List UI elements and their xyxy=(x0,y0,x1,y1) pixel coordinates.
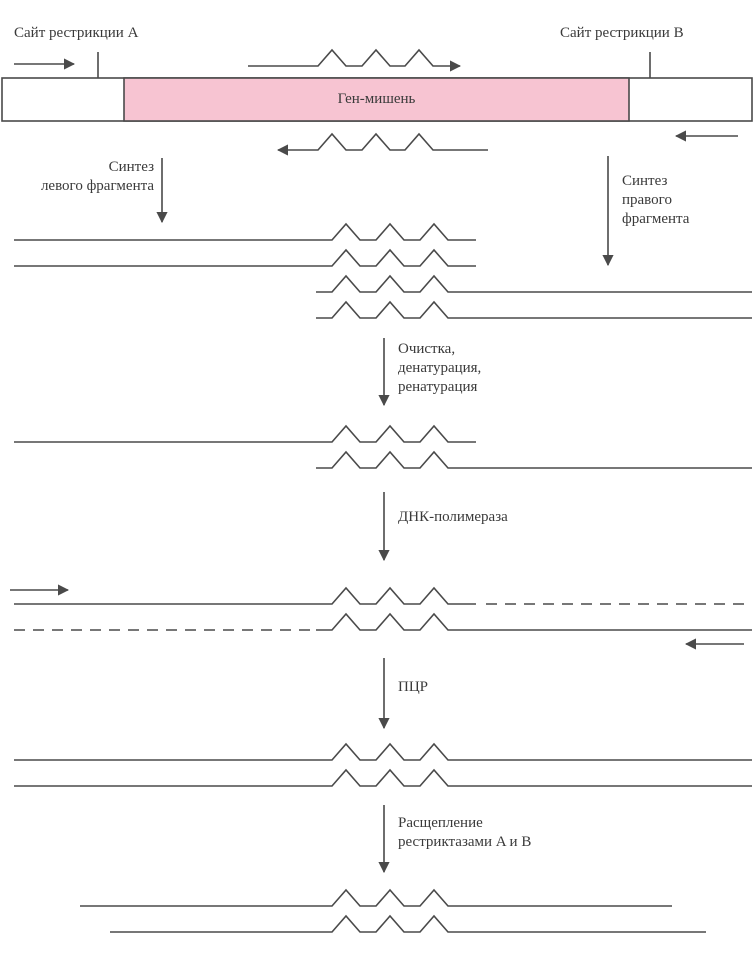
target-gene-label: Ген-мишень xyxy=(337,91,416,107)
cleavage-label: Расщепление рестриктазами A и B xyxy=(398,814,531,852)
right-fragment-strand-2 xyxy=(316,300,752,319)
purification-line-3: ренатурация xyxy=(398,379,478,395)
right-fragment-strand-1 xyxy=(316,274,752,293)
right-synthesis-line-1: Синтез xyxy=(622,173,668,189)
pcr-product-strand-1 xyxy=(14,742,752,761)
site-a-label: Сайт рестрикции A xyxy=(14,25,139,41)
pcr-label: ПЦР xyxy=(398,679,429,695)
left-synthesis-label: Синтез левого фрагмента xyxy=(10,158,154,196)
left-fragment-strand-1 xyxy=(14,222,476,241)
extended-strand-top xyxy=(14,586,476,605)
purification-label: Очистка, денатурация, ренатурация xyxy=(398,340,481,397)
left-fragment-strand-2 xyxy=(14,248,476,267)
cleaved-strand-1 xyxy=(80,888,672,907)
annealed-strand-top xyxy=(14,424,476,443)
purification-line-2: денатурация, xyxy=(398,360,482,376)
right-synthesis-line-3: фрагмента xyxy=(622,211,690,227)
target-gene-region xyxy=(123,77,630,122)
right-synthesis-label: Синтез правого фрагмента xyxy=(622,172,689,229)
right-synthesis-line-2: правого xyxy=(622,192,672,208)
site-b-label: Сайт рестрикции B xyxy=(560,25,684,41)
annealed-strand-bottom xyxy=(316,450,752,469)
pcr-product-strand-2 xyxy=(14,768,752,787)
purification-line-1: Очистка, xyxy=(398,341,456,357)
extended-strand-bottom xyxy=(316,612,752,631)
left-synthesis-line-1: Синтез xyxy=(108,159,154,175)
mutagenic-primer-reverse xyxy=(276,132,488,156)
polymerase-label: ДНК-полимераза xyxy=(398,509,508,525)
cleaved-strand-2 xyxy=(110,914,706,933)
mutagenic-primer-forward xyxy=(248,48,462,72)
cleavage-line-1: Расщепление xyxy=(398,815,483,831)
cleavage-line-2: рестриктазами A и B xyxy=(398,834,532,850)
left-synthesis-line-2: левого фрагмента xyxy=(40,178,154,194)
